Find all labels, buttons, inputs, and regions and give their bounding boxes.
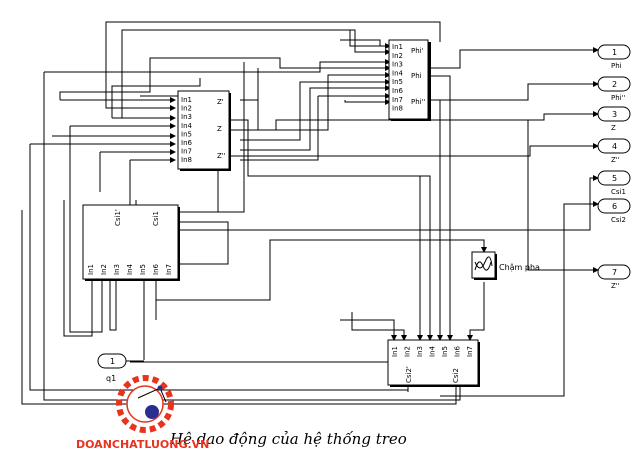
z-block-input-6: In6	[181, 139, 193, 147]
phi-block-input-2: In2	[392, 52, 403, 60]
csi1-block-input-7: In7	[165, 264, 173, 275]
inport-number: 1	[110, 357, 115, 366]
outport-number: 7	[612, 268, 617, 277]
csi2-block-output-1: Csi2'	[405, 366, 413, 383]
outport-7[interactable]: 7Z''	[597, 264, 631, 290]
csi1-block-input-4: In4	[126, 263, 134, 275]
csi1-block-output-2: Csi1	[152, 211, 160, 226]
outport-number: 6	[612, 202, 617, 211]
phi-block-output-2: Phi	[411, 72, 422, 80]
phi-block-input-6: In6	[392, 87, 404, 95]
z-block-input-4: In4	[181, 122, 193, 130]
phi-block-input-1: In1	[392, 43, 403, 51]
z-block-input-7: In7	[181, 148, 192, 156]
phi-block-input-4: In4	[392, 69, 404, 77]
phi-block-input-7: In7	[392, 96, 403, 104]
outport-3[interactable]: 3Z	[597, 106, 631, 132]
phi-block-input-3: In3	[392, 61, 403, 69]
outport-label: Z''	[611, 156, 620, 164]
inport-label: q1	[106, 374, 116, 383]
z-block-output-2: Z	[217, 125, 222, 133]
inport-q1[interactable]: 1 q1	[97, 353, 144, 383]
z-block-input-2: In2	[181, 105, 192, 113]
outport-label: Z	[611, 124, 616, 132]
z-block-input-3: In3	[181, 113, 192, 121]
z-block-input-5: In5	[181, 130, 192, 138]
csi1-block-input-1: In1	[87, 264, 95, 275]
z-block-output-3: Z''	[217, 152, 226, 160]
z-block-input-8: In8	[181, 156, 192, 164]
outport-label: Phi	[611, 62, 622, 70]
watermark-logo	[116, 375, 174, 433]
csi1-subsystem-block[interactable]: In1 In2 In3 In4 In5 In6 In7 Csi1' Csi1	[82, 204, 180, 281]
z-block-input-1: In1	[181, 96, 192, 104]
csi1-block-input-6: In6	[152, 263, 160, 275]
csi1-block-input-5: In5	[139, 264, 147, 275]
figure-caption: Hệ dao động của hệ thống treo	[170, 430, 407, 448]
outport-number: 5	[612, 174, 617, 183]
outport-label: Z''	[611, 282, 620, 290]
outport-label: Csi1	[611, 188, 626, 196]
csi2-block-input-5: In5	[441, 346, 449, 357]
outport-number: 3	[612, 110, 617, 119]
logo-dot-icon	[145, 405, 159, 419]
csi2-block-input-3: In3	[416, 346, 424, 357]
csi2-block-input-4: In4	[429, 345, 437, 357]
csi2-subsystem-block[interactable]: In1 In2 In3 In4 In5 In6 In7 Csi2' Csi2	[387, 339, 480, 387]
csi2-block-input-1: In1	[391, 346, 399, 357]
outport-label: Phi''	[611, 94, 626, 102]
csi2-block-input-2: In2	[404, 346, 412, 357]
csi2-block-input-6: In6	[454, 345, 462, 357]
outport-number: 4	[612, 142, 617, 151]
outport-label: Csi2	[611, 216, 626, 224]
z-block-output-1: Z'	[217, 98, 224, 106]
phi-block-input-5: In5	[392, 78, 403, 86]
scope-label: Chậm pha	[499, 263, 540, 273]
phi-block-output-1: Phi'	[411, 47, 424, 55]
outport-number: 2	[612, 80, 617, 89]
csi2-block-input-7: In7	[466, 346, 474, 357]
phi-block-output-3: Phi''	[411, 98, 426, 106]
phi-block-input-8: In8	[392, 105, 403, 113]
watermark-text: DOANCHATLUONG.VN	[76, 438, 210, 451]
outport-number: 1	[612, 48, 617, 57]
outport-4[interactable]: 4Z''	[597, 138, 631, 164]
csi1-block-input-2: In2	[100, 264, 108, 275]
csi1-block-input-3: In3	[113, 264, 121, 275]
cham-pha-scope-block[interactable]: Chậm pha	[471, 251, 540, 280]
csi1-block-output-1: Csi1'	[114, 209, 122, 226]
csi2-block-output-2: Csi2	[452, 368, 460, 383]
